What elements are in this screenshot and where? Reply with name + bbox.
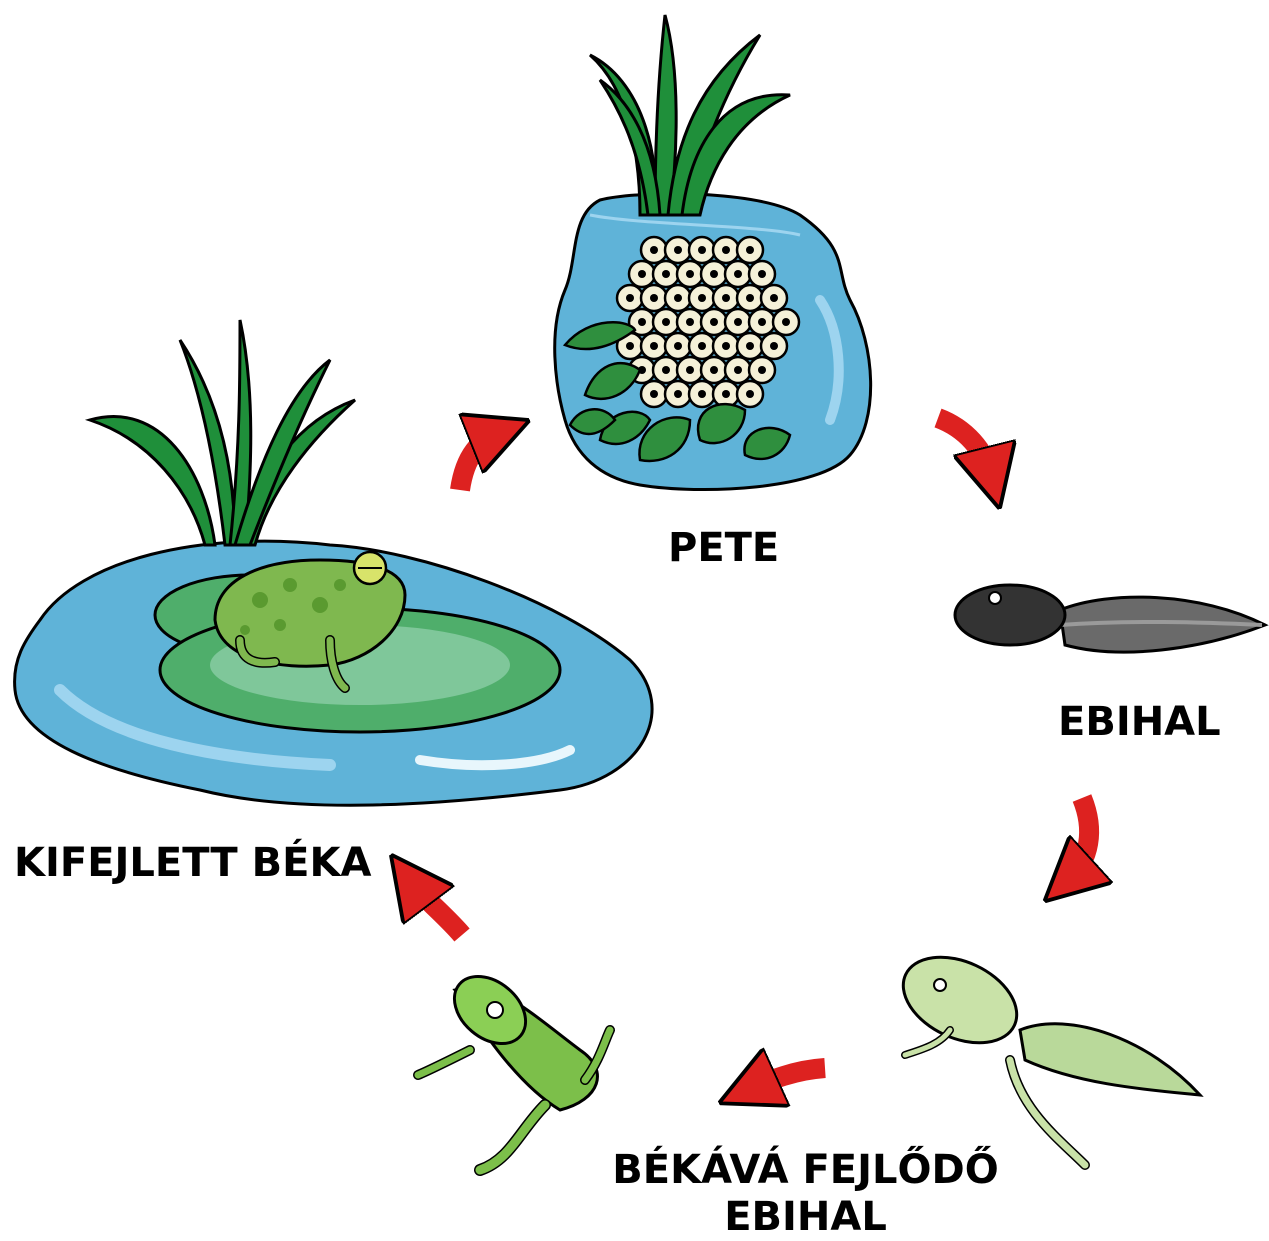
froglet-icon (890, 940, 1200, 1165)
stage-label-adult: KIFEJLETT BÉKA (14, 843, 371, 883)
egg-embryo (698, 342, 706, 350)
egg-embryo (770, 342, 778, 350)
egg-embryo (722, 342, 730, 350)
egg-embryo (638, 318, 646, 326)
egg-embryo (698, 246, 706, 254)
egg-embryo (686, 270, 694, 278)
cycle-arrow-icon (938, 418, 992, 478)
cycle-arrow-icon (410, 880, 462, 935)
stage-label-egg: PETE (668, 528, 779, 568)
egg-embryo (722, 390, 730, 398)
egg-embryo (650, 390, 658, 398)
egg-embryo (674, 390, 682, 398)
egg-embryo (746, 390, 754, 398)
egg-embryo (662, 366, 670, 374)
egg-embryo (734, 270, 742, 278)
egg-embryo (674, 246, 682, 254)
cycle-arrow-icon (1068, 798, 1089, 880)
egg-embryo (686, 318, 694, 326)
egg-embryo (746, 246, 754, 254)
egg-embryo (698, 294, 706, 302)
cycle-arrow-icon (460, 432, 500, 490)
stage-label-froglet-line2: EBIHAL (608, 1194, 1003, 1241)
egg-embryo (722, 294, 730, 302)
egg-embryo (746, 342, 754, 350)
egg-embryo (722, 246, 730, 254)
stage-label-froglet: BÉKÁVÁ FEJLŐDŐ EBIHAL (608, 1147, 1003, 1241)
egg-embryo (710, 366, 718, 374)
egg-embryo (674, 294, 682, 302)
egg-embryo (734, 366, 742, 374)
egg-embryo (758, 270, 766, 278)
tadpole-icon (955, 585, 1265, 652)
egg-embryo (770, 294, 778, 302)
egg-mass-icon (555, 15, 871, 490)
cycle-arrow-icon (748, 1068, 825, 1090)
stage-label-froglet-line1: BÉKÁVÁ FEJLŐDŐ (608, 1147, 1003, 1194)
egg-embryo (674, 342, 682, 350)
egg-embryo (698, 390, 706, 398)
young-frog-icon (418, 963, 610, 1170)
egg-embryo (746, 294, 754, 302)
egg-embryo (782, 318, 790, 326)
egg-embryo (686, 366, 694, 374)
adult-frog-icon (15, 320, 652, 805)
egg-embryo (710, 318, 718, 326)
egg-embryo (626, 294, 634, 302)
egg-embryo (650, 294, 658, 302)
egg-embryo (626, 342, 634, 350)
egg-embryo (734, 318, 742, 326)
egg-embryo (662, 318, 670, 326)
egg-embryo (758, 318, 766, 326)
egg-embryo (758, 366, 766, 374)
egg-embryo (662, 270, 670, 278)
stage-label-tadpole: EBIHAL (1058, 702, 1221, 742)
egg-embryo (650, 246, 658, 254)
egg-embryo (710, 270, 718, 278)
egg-embryo (638, 270, 646, 278)
egg-embryo (650, 342, 658, 350)
